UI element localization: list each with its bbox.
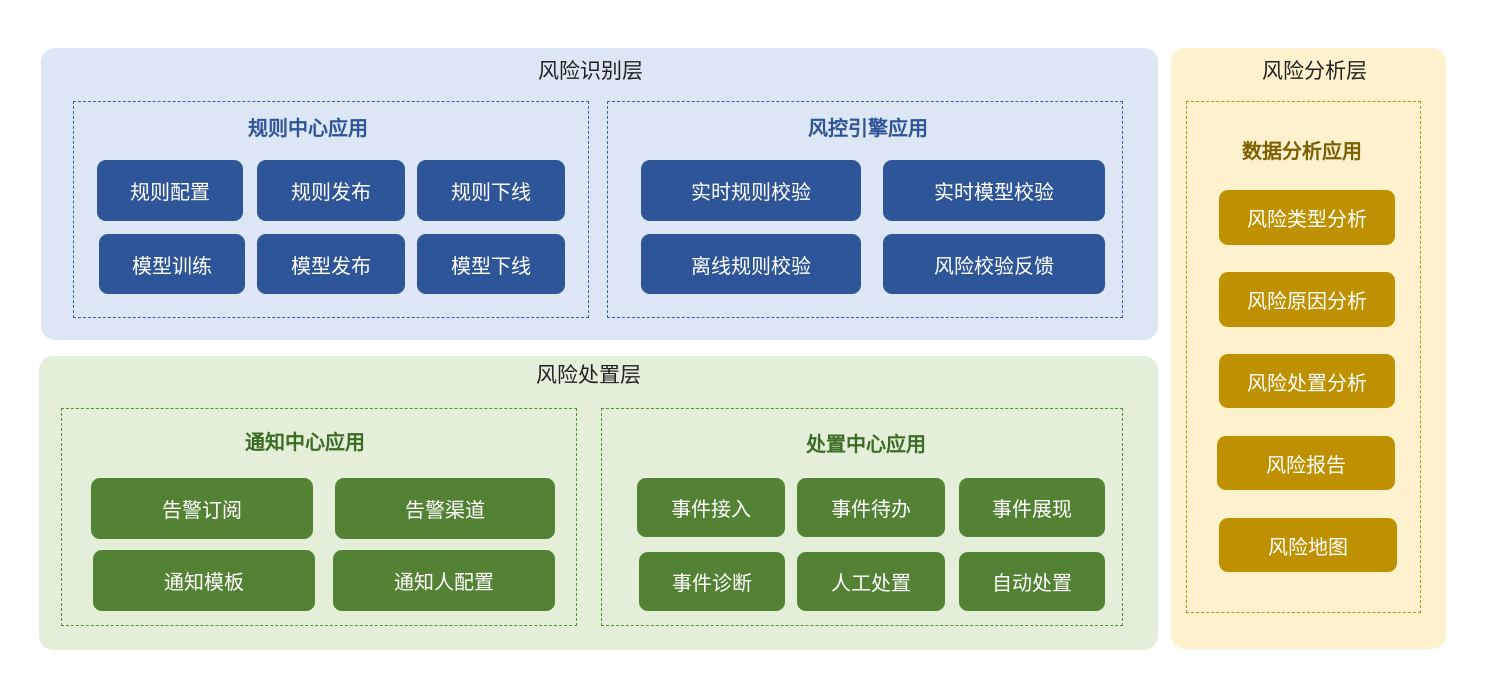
notify-center-title: 通知中心应用 xyxy=(245,430,365,454)
event-diagnosis-box: 事件诊断 xyxy=(639,552,785,611)
event-display-box: 事件展现 xyxy=(959,478,1105,537)
risk-report-box: 风险报告 xyxy=(1217,436,1395,490)
risk-analysis-layer-title: 风险分析层 xyxy=(1262,59,1367,83)
data-analysis-title: 数据分析应用 xyxy=(1242,139,1362,163)
manual-disposal-box: 人工处置 xyxy=(797,552,945,611)
disposal-center-group xyxy=(601,408,1123,626)
risk-disposal-layer-title: 风险处置层 xyxy=(536,363,641,387)
risk-engine-group xyxy=(607,101,1123,318)
alert-subscribe-box: 告警订阅 xyxy=(91,478,313,539)
model-train-box: 模型训练 xyxy=(99,234,245,294)
risk-identification-layer-title: 风险识别层 xyxy=(538,59,643,83)
risk-check-feedback-box: 风险校验反馈 xyxy=(883,234,1105,294)
disposal-center-title: 处置中心应用 xyxy=(806,432,926,456)
auto-disposal-box: 自动处置 xyxy=(959,552,1105,611)
notify-person-config-box: 通知人配置 xyxy=(333,550,555,611)
notify-center-group xyxy=(61,408,577,626)
event-todo-box: 事件待办 xyxy=(797,478,945,537)
risk-map-box: 风险地图 xyxy=(1219,518,1397,572)
risk-engine-title: 风控引擎应用 xyxy=(808,116,928,140)
risk-disposal-analysis-box: 风险处置分析 xyxy=(1219,354,1395,408)
rule-config-box: 规则配置 xyxy=(97,160,243,221)
realtime-rule-check-box: 实时规则校验 xyxy=(641,160,861,221)
risk-type-analysis-box: 风险类型分析 xyxy=(1219,190,1395,245)
rule-offline-box: 规则下线 xyxy=(417,160,565,221)
model-publish-box: 模型发布 xyxy=(257,234,405,294)
risk-cause-analysis-box: 风险原因分析 xyxy=(1219,272,1395,327)
realtime-model-check-box: 实时模型校验 xyxy=(883,160,1105,221)
rules-center-title: 规则中心应用 xyxy=(248,116,368,140)
rule-publish-box: 规则发布 xyxy=(257,160,405,221)
data-analysis-group xyxy=(1186,101,1421,613)
offline-rule-check-box: 离线规则校验 xyxy=(641,234,861,294)
rules-center-group xyxy=(73,101,589,318)
event-intake-box: 事件接入 xyxy=(637,478,785,537)
alert-channel-box: 告警渠道 xyxy=(335,478,555,539)
notify-template-box: 通知模板 xyxy=(93,550,315,611)
model-offline-box: 模型下线 xyxy=(417,234,565,294)
